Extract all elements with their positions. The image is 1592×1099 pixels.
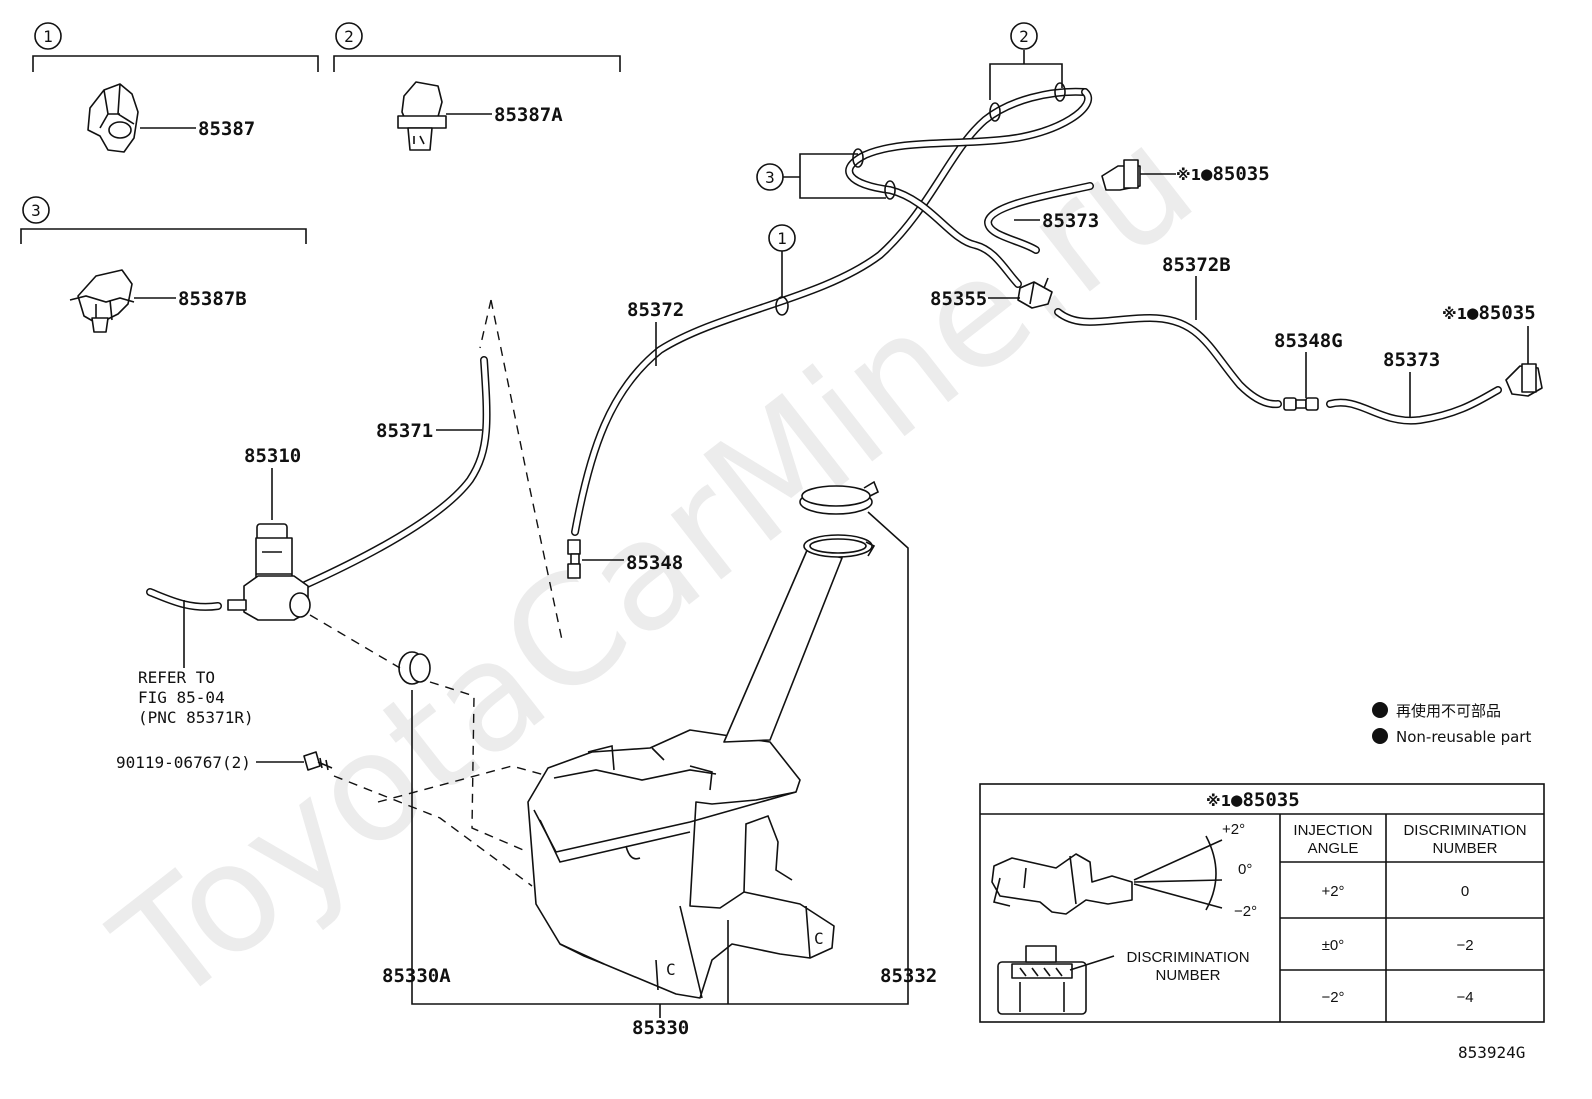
connector-85348-icon[interactable]: [567, 539, 581, 579]
hose-callout-2: 2: [989, 22, 1063, 100]
grommet-85330a-icon[interactable]: [398, 651, 431, 685]
assembly-dash-lines: [309, 299, 563, 887]
washer-pump-85310-icon[interactable]: [227, 523, 311, 621]
label-85330: 85330: [632, 1017, 689, 1039]
non-reusable-bullet-icon: [1372, 728, 1388, 744]
callout-circle: [22, 196, 50, 224]
discrimination-label: DISCRIMINATION: [1126, 949, 1249, 966]
label-85371: 85371: [376, 420, 433, 442]
table-cell: ±0°: [1322, 937, 1345, 954]
label-85035-lower: ※1●85035: [1442, 302, 1536, 324]
clip-group-1: 1 85387: [32, 22, 319, 153]
nozzle-spray-icon: [991, 835, 1223, 915]
clip-85387b-icon[interactable]: [69, 269, 135, 333]
hose-85372-branch[interactable]: [845, 88, 1093, 288]
figure-id: 853924G: [1458, 1043, 1525, 1062]
hose-85371r[interactable]: [146, 588, 222, 611]
label-85332: 85332: [880, 965, 937, 987]
clip-85387-icon[interactable]: [87, 83, 139, 153]
label-85330a: 85330A: [382, 965, 451, 987]
col-header-number: NUMBER: [1432, 840, 1497, 857]
hose-85373-upper[interactable]: [984, 182, 1094, 254]
group-bracket: [32, 55, 319, 72]
svg-text:2: 2: [1019, 27, 1029, 46]
refer-line-2: FIG 85-04: [138, 688, 225, 707]
label-90119: 90119-06767(2): [116, 753, 251, 772]
clip-group-3: 3 85387B: [20, 196, 307, 333]
col-header-number: DISCRIMINATION: [1403, 822, 1526, 839]
angle-mark: −2°: [1234, 903, 1257, 920]
leader-line: [659, 920, 729, 1018]
tank-cap-85332-icon[interactable]: [799, 480, 880, 515]
col-header-angle: INJECTION: [1293, 822, 1372, 839]
tank-marking: C: [814, 929, 824, 948]
label-85348g: 85348G: [1274, 330, 1343, 352]
hose-85372b[interactable]: [1054, 308, 1282, 409]
nozzle-85035-lower-icon[interactable]: [1505, 363, 1543, 397]
hose-callout-3: 3: [756, 153, 886, 199]
tank-marking: C: [666, 960, 676, 979]
legend-en: Non-reusable part: [1396, 728, 1531, 746]
group-bracket: [20, 228, 307, 244]
label-85035-upper: ※1●85035: [1176, 163, 1270, 185]
part-label: 85387B: [178, 288, 247, 310]
connector-85355-icon[interactable]: [1017, 277, 1053, 309]
table-cell: 0: [1461, 883, 1469, 900]
angle-mark: 0°: [1238, 861, 1252, 878]
label-85348: 85348: [626, 552, 683, 574]
nozzle-angle-table: ※1●85035 INJECTION ANGLE DISCRIMINATION …: [979, 783, 1545, 1023]
hose-callout-1: 1: [768, 224, 796, 298]
table-cell: −4: [1456, 989, 1473, 1006]
hose-85372[interactable]: [571, 87, 1089, 536]
clip-85387a-icon[interactable]: [397, 81, 447, 151]
nozzle-85035-upper-icon[interactable]: [1101, 159, 1141, 191]
discrimination-label: NUMBER: [1155, 967, 1220, 984]
discrimination-connector-icon: [997, 945, 1087, 1015]
leader-line: [411, 511, 909, 1005]
callout-circle: [335, 22, 363, 50]
label-85372: 85372: [627, 299, 684, 321]
callout-number: 3: [31, 201, 41, 220]
leader-line: [1069, 955, 1115, 971]
hose-85373-lower[interactable]: [1326, 386, 1502, 425]
bolt-90119-icon[interactable]: [303, 751, 333, 771]
label-85373-lower: 85373: [1383, 349, 1440, 371]
part-label: 85387: [198, 118, 255, 140]
label-85355: 85355: [930, 288, 987, 310]
svg-text:3: 3: [765, 168, 775, 187]
angle-mark: +2°: [1222, 821, 1245, 838]
label-85310: 85310: [244, 445, 301, 467]
table-cell: −2: [1456, 937, 1473, 954]
legend-jp: 再使用不可部品: [1396, 702, 1501, 720]
table-cell: −2°: [1321, 989, 1344, 1006]
col-header-angle: ANGLE: [1308, 840, 1359, 857]
group-bracket: [333, 55, 621, 72]
hose-85371[interactable]: [301, 356, 491, 589]
washer-tank-85330-icon[interactable]: C C: [527, 534, 876, 999]
table-cell: +2°: [1321, 883, 1344, 900]
callout-number: 1: [43, 27, 53, 46]
connector-85348g-icon[interactable]: [1283, 397, 1319, 411]
label-85373-upper: 85373: [1042, 210, 1099, 232]
label-85372b: 85372B: [1162, 254, 1231, 276]
hose-clip-icon: [775, 82, 1066, 316]
callout-number: 2: [344, 27, 354, 46]
non-reusable-bullet-icon: [1372, 702, 1388, 718]
refer-line-3: (PNC 85371R): [138, 708, 254, 727]
callout-circle: [34, 22, 62, 50]
svg-text:1: 1: [777, 229, 787, 248]
part-label: 85387A: [494, 104, 563, 126]
table-title: ※1●85035: [1206, 789, 1300, 811]
clip-group-2: 2 85387A: [333, 22, 621, 151]
refer-line-1: REFER TO: [138, 668, 215, 687]
